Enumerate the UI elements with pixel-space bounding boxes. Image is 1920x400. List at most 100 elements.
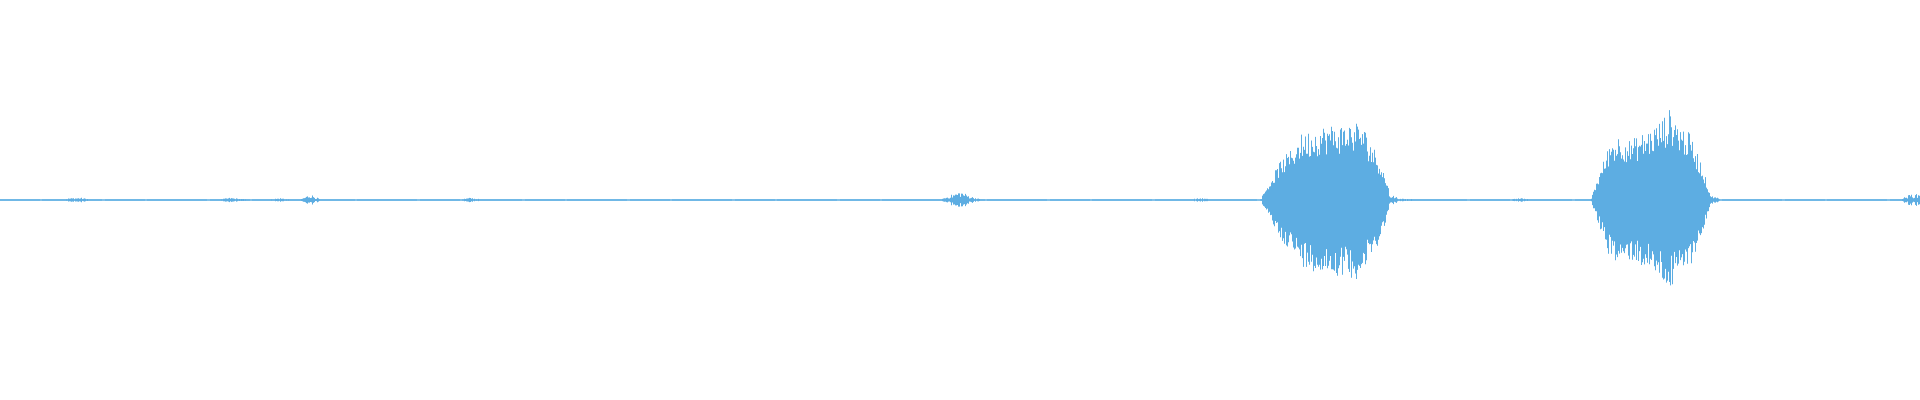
waveform-bin [1550,199,1560,201]
waveform-bin [620,199,630,201]
waveform-bin [940,197,950,203]
waveform-bin [730,199,740,201]
waveform-bin [1320,128,1330,270]
waveform-bin [40,199,50,201]
waveform-bin [1630,138,1640,261]
waveform-bin [670,199,680,201]
waveform-bin [1800,199,1810,201]
waveform-bin [290,199,300,201]
waveform-bin [820,199,830,201]
waveform-bin [500,199,510,201]
waveform-bin [300,196,310,204]
waveform-bin [1660,110,1670,283]
waveform-bin [130,199,140,201]
waveform-bin [610,199,620,201]
waveform-bin [1810,199,1820,201]
waveform-bin [690,199,700,201]
waveform-bin [1890,199,1900,201]
waveform-bin [1540,199,1550,201]
waveform-bin [1900,195,1910,205]
waveform-bin [560,199,570,201]
waveform-bin [860,199,870,201]
waveform-bin [700,199,710,201]
waveform-bin [1270,163,1280,233]
waveform-bin [270,198,280,202]
waveform-bin [920,199,930,201]
waveform-bin [480,199,490,201]
waveform-bins [0,110,1920,286]
waveform-bin [110,199,120,201]
waveform-bin [470,198,480,202]
waveform-bin [1570,199,1580,201]
waveform-bin [1830,199,1840,201]
waveform-bin [550,199,560,201]
waveform-bin [1310,136,1320,272]
waveform-bin [1210,199,1220,201]
waveform-bin [1000,199,1010,201]
waveform-bin [1620,141,1630,260]
waveform-bin [1370,147,1380,252]
waveform-bin [320,199,330,201]
waveform-bin [1240,199,1250,201]
waveform-bin [1140,199,1150,201]
waveform-bin [1400,198,1410,202]
waveform-bin [1190,198,1200,202]
waveform-bin [1640,134,1650,265]
waveform-bin [1010,199,1020,201]
waveform-bin [1580,199,1590,201]
waveform-bin [430,199,440,201]
waveform-bin [1690,141,1700,264]
waveform-bin [330,199,340,201]
waveform-bin [520,199,530,201]
waveform-bin [680,199,690,201]
waveform-bin [580,199,590,201]
waveform-bin [160,199,170,201]
waveform-bin [1870,199,1880,201]
waveform-bin [1180,199,1190,201]
waveform-bin [970,197,980,203]
waveform-bin [370,199,380,201]
waveform-bin [1120,199,1130,201]
waveform-bin [220,197,230,203]
waveform-bin [980,199,990,201]
waveform-bin [1380,172,1390,235]
waveform-bin [990,199,1000,201]
waveform-bin [1440,199,1450,201]
waveform-bin [70,198,80,202]
waveform-bin [460,197,470,203]
waveform-bin [180,199,190,201]
waveform-bin [750,199,760,201]
waveform-bin [850,199,860,201]
waveform-bin [350,199,360,201]
waveform-bin [1470,199,1480,201]
waveform-bin [760,199,770,201]
waveform-bin [890,199,900,201]
waveform-bin [280,198,290,202]
waveform-bin [510,199,520,201]
waveform-bin [910,199,920,201]
waveform-bin [880,199,890,201]
waveform-bin [1390,195,1400,205]
waveform-bin [800,199,810,201]
waveform-bin [1520,198,1530,202]
waveform-bin [490,199,500,201]
waveform-bin [1110,199,1120,201]
waveform-bin [190,199,200,201]
waveform-bin [1750,199,1760,201]
waveform-bin [660,199,670,201]
waveform-bin [400,199,410,201]
waveform-bin [1130,199,1140,201]
waveform-bin [1280,154,1290,247]
waveform-bin [650,199,660,201]
waveform-bin [1070,199,1080,201]
waveform-bin [1760,199,1770,201]
waveform-bin [930,199,940,201]
waveform-bin [1490,199,1500,201]
waveform-bin [710,199,720,201]
waveform-bin [120,199,130,201]
waveform-bin [1910,194,1920,206]
waveform-bin [810,199,820,201]
waveform-bin [830,199,840,201]
waveform-bin [1200,198,1210,202]
